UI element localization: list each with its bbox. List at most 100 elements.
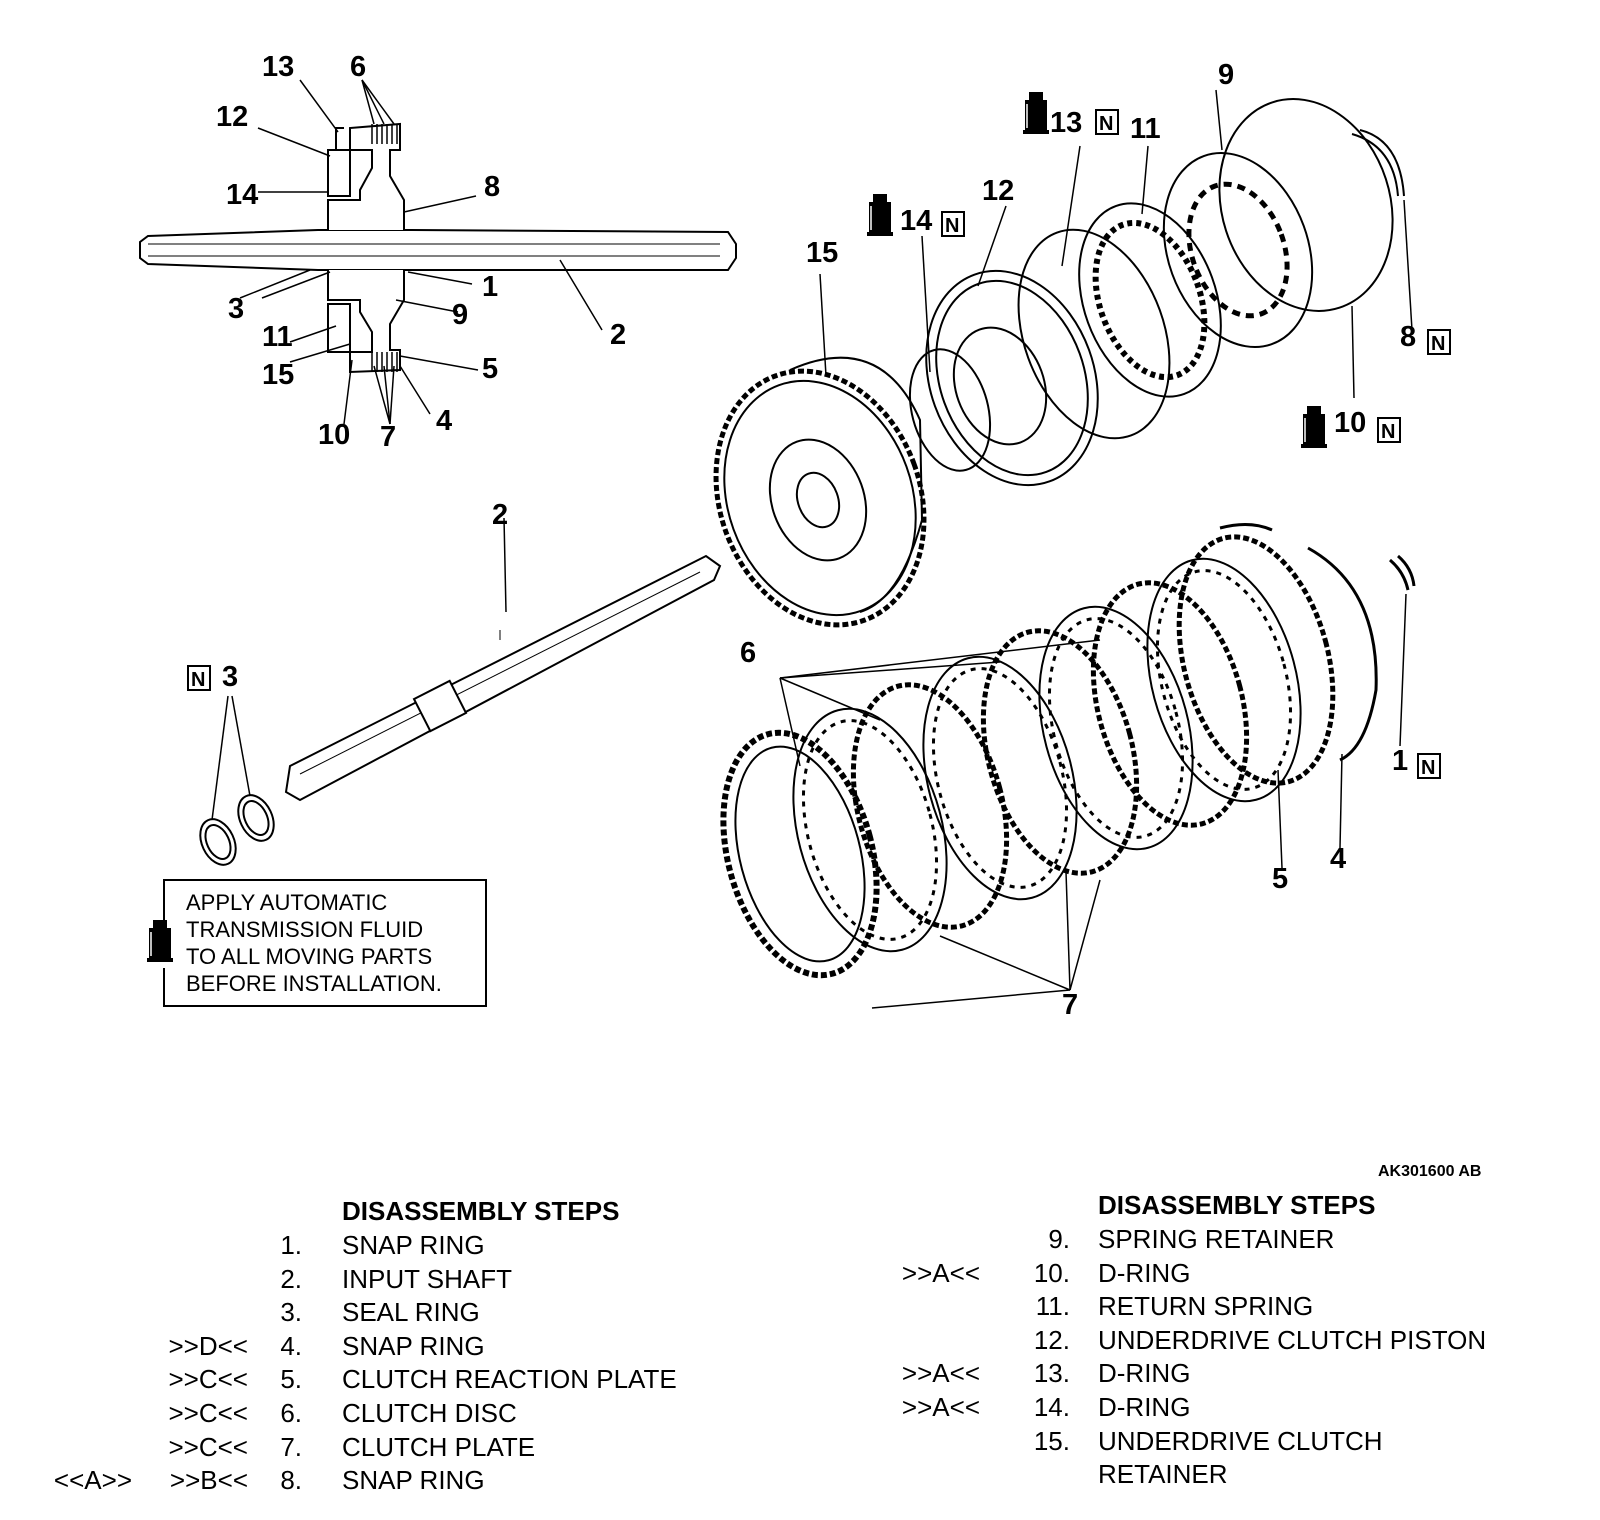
step-number: 5.	[280, 1364, 302, 1395]
callout-6-section: 6	[350, 51, 366, 83]
step-text: INPUT SHAFT	[342, 1263, 512, 1294]
step-text: SNAP RING	[342, 1330, 485, 1361]
step-removal-ref: >>A<<	[901, 1392, 980, 1422]
step-number: 14.	[1033, 1392, 1070, 1422]
atf-note-box: APPLY AUTOMATIC TRANSMISSION FLUID TO AL…	[146, 879, 487, 1007]
new-part-badge	[941, 211, 965, 237]
step-row: >>C<<7.CLUTCH PLATE	[0, 1432, 780, 1465]
callout-4-section: 4	[436, 405, 452, 437]
note-line: BEFORE INSTALLATION.	[186, 971, 442, 996]
step-row: >>A<< 13. D-RING	[820, 1358, 1580, 1391]
step-removal-ref: >>A<<	[901, 1257, 980, 1288]
step-removal-ref: >>B<<	[169, 1465, 248, 1496]
callout-7-section: 7	[380, 421, 396, 453]
step-row: 1.SNAP RING	[0, 1230, 780, 1263]
new-part-badge	[1427, 329, 1451, 355]
cross-section-view	[139, 79, 737, 425]
step-row: >>C<<5.CLUTCH REACTION PLATE	[0, 1364, 780, 1397]
underdrive-clutch-retainer-illustration	[713, 356, 927, 628]
step-text: SPRING RETAINER	[1098, 1224, 1335, 1254]
new-part-badge-label: N	[191, 669, 205, 691]
callout-13: 13	[1050, 107, 1082, 139]
steps-heading: DISASSEMBLY STEPS	[342, 1196, 620, 1226]
step-removal-ref: >>C<<	[168, 1398, 248, 1428]
new-part-badge	[1377, 417, 1401, 443]
callout-3: 3	[222, 661, 238, 693]
new-part-badge	[1417, 753, 1441, 779]
callout-2-section: 2	[610, 319, 626, 351]
callout-2: 2	[492, 499, 508, 531]
callout-7: 7	[1062, 989, 1078, 1021]
callout-5-section: 5	[482, 353, 498, 385]
step-number: 7.	[280, 1431, 302, 1462]
step-removal-ref: >>C<<	[168, 1431, 248, 1462]
step-number: 2.	[280, 1263, 302, 1294]
step-row: 12.UNDERDRIVE CLUTCH PISTON	[820, 1325, 1580, 1358]
step-text: SNAP RING	[342, 1230, 485, 1260]
step-text: D-RING	[1098, 1392, 1191, 1422]
step-number: 6.	[280, 1398, 302, 1428]
step-removal-ref: >>A<<	[901, 1358, 980, 1389]
new-part-badge-label: N	[1381, 421, 1395, 443]
oil-can-icon	[1022, 91, 1050, 135]
step-text: CLUTCH DISC	[342, 1398, 517, 1428]
step-install-ref: <<A>>	[53, 1465, 132, 1496]
callout-9: 9	[1218, 59, 1234, 91]
step-row: >>D<< 4. SNAP RING	[0, 1331, 780, 1364]
step-text: RETURN SPRING	[1098, 1291, 1314, 1322]
new-part-badge	[187, 665, 211, 691]
step-number: 4.	[280, 1330, 302, 1361]
callout-6: 6	[740, 637, 756, 669]
step-row: 2. INPUT SHAFT	[0, 1264, 780, 1297]
step-number: 3.	[280, 1297, 302, 1328]
clutch-pack-illustration	[720, 523, 1416, 1009]
callout-labels: 13 6 12 14 8 1 3 9 2 11 15 5 4 10 7 9 11…	[216, 51, 1416, 1021]
seal-rings-illustration	[199, 695, 275, 866]
step-number: 15.	[1033, 1425, 1070, 1456]
step-row: RETAINER	[820, 1459, 1580, 1492]
step-row: 3. SEAL RING	[0, 1297, 780, 1330]
step-row: 11. RETURN SPRING	[820, 1291, 1580, 1324]
new-part-badge	[1095, 109, 1119, 135]
step-removal-ref: >>D<<	[168, 1330, 248, 1361]
callout-8: 8	[1400, 321, 1416, 353]
callout-12-section: 12	[216, 101, 248, 133]
oil-can-icon	[1300, 405, 1328, 449]
callout-13-section: 13	[262, 51, 294, 83]
callout-1: 1	[1392, 745, 1408, 777]
step-row: <<A>>>>B<<8.SNAP RING	[0, 1465, 780, 1498]
piston-group-illustration	[819, 89, 1413, 487]
steps-right: DISASSEMBLY STEPS 9.SPRING RETAINER>>A<<…	[820, 1190, 1580, 1490]
callout-14-section: 14	[226, 179, 258, 211]
step-row: >>A<< 14. D-RING	[820, 1392, 1580, 1425]
step-number: 11.	[1035, 1291, 1070, 1322]
step-text: UNDERDRIVE CLUTCH	[1098, 1425, 1383, 1456]
callout-3-section: 3	[228, 293, 244, 325]
markers: N N N N N N	[187, 91, 1451, 779]
step-text: D-RING	[1098, 1257, 1191, 1288]
step-text: SEAL RING	[342, 1297, 480, 1328]
step-row: >>C<< 6. CLUTCH DISC	[0, 1398, 780, 1431]
step-text: CLUTCH REACTION PLATE	[342, 1364, 677, 1395]
new-part-badge-label: N	[1099, 113, 1113, 135]
step-number: 13.	[1033, 1358, 1070, 1389]
callout-10-section: 10	[318, 419, 350, 451]
step-text: RETAINER	[1098, 1459, 1228, 1490]
step-text: UNDERDRIVE CLUTCH PISTON	[1098, 1324, 1487, 1355]
callout-1-section: 1	[482, 271, 498, 303]
step-row: 9.SPRING RETAINER	[820, 1224, 1580, 1257]
callout-15-section: 15	[262, 359, 294, 391]
oil-can-icon	[866, 193, 894, 237]
step-row: 15. UNDERDRIVE CLUTCH	[820, 1426, 1580, 1459]
note-line: TO ALL MOVING PARTS	[186, 944, 432, 969]
callout-12: 12	[982, 175, 1014, 207]
note-line: APPLY AUTOMATIC	[186, 890, 387, 915]
new-part-badge-label: N	[945, 215, 959, 237]
callout-4: 4	[1330, 843, 1346, 875]
step-number: 10.	[1033, 1257, 1070, 1288]
step-text: D-RING	[1098, 1358, 1191, 1389]
callout-10: 10	[1334, 407, 1366, 439]
callout-14: 14	[900, 205, 932, 237]
step-number: 8.	[280, 1465, 302, 1496]
